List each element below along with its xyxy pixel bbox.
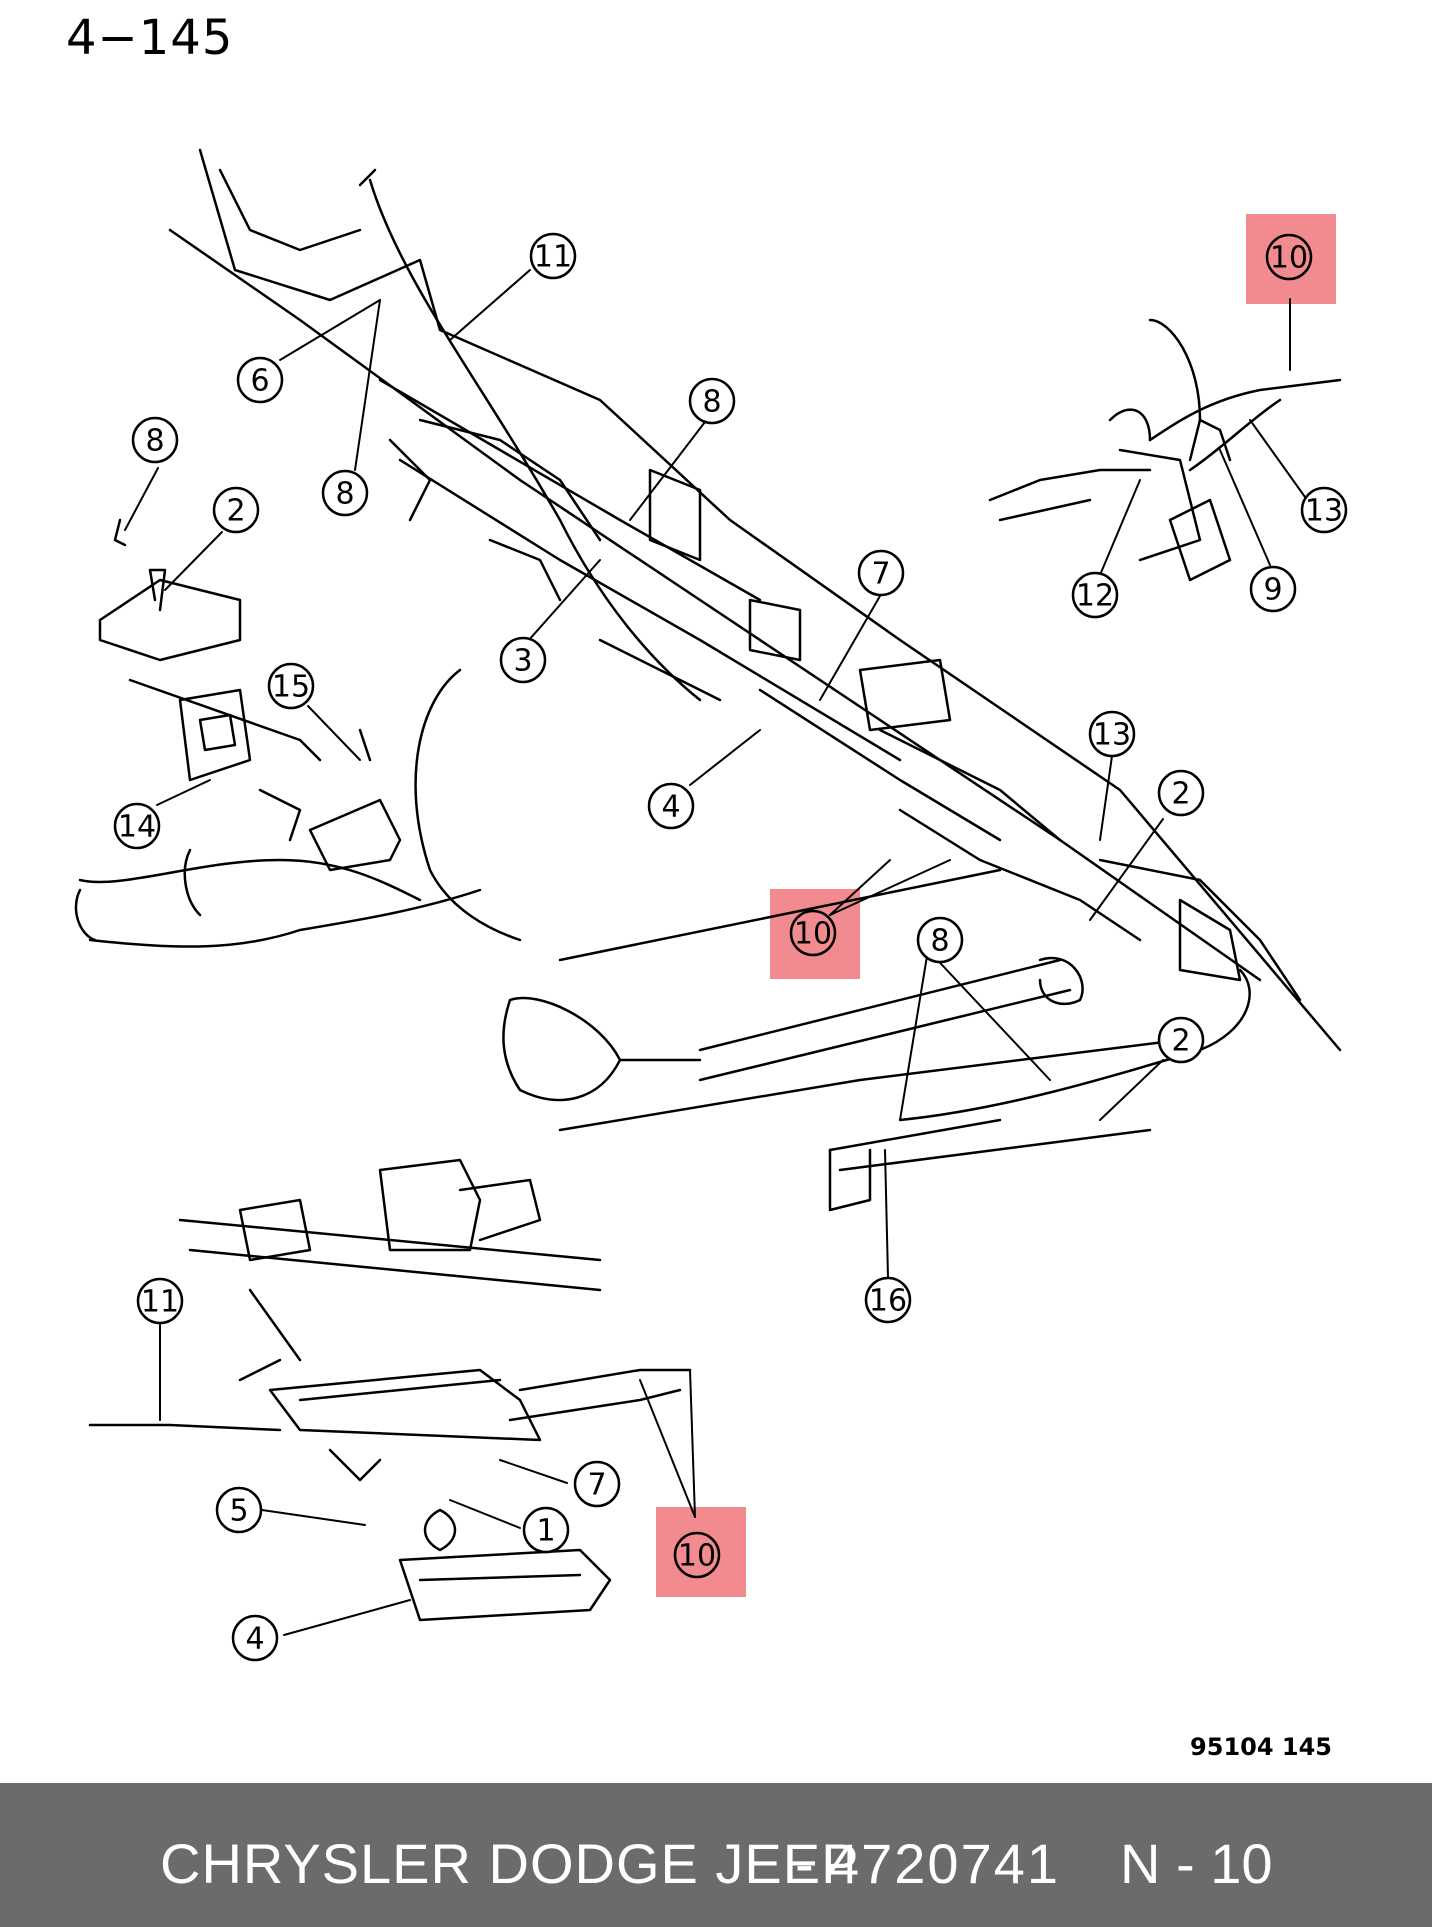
callout-6 <box>236 356 284 404</box>
frame-rail-drawing <box>168 148 1342 1212</box>
callout-10-bottom-label: 10 <box>678 1539 716 1574</box>
figure-code: 95104 145 <box>1190 1733 1332 1761</box>
callout-11-top-label: 11 <box>534 240 572 275</box>
callout-10-middle <box>789 909 837 957</box>
callout-8-c <box>131 416 179 464</box>
callout-11-bottom <box>136 1277 184 1325</box>
callout-10-top <box>1265 233 1313 281</box>
leader-lines <box>124 269 1306 1636</box>
highlight-10-bottom <box>656 1507 746 1597</box>
footer-bar: CHRYSLER DODGE JEEP - 4720741 N - 10 <box>0 1783 1432 1927</box>
callout-5-label: 5 <box>229 1494 248 1529</box>
callout-15 <box>267 662 315 710</box>
callout-8-c-label: 8 <box>145 424 164 459</box>
callout-7-b <box>573 1460 621 1508</box>
callout-8-d <box>916 916 964 964</box>
callout-14 <box>113 802 161 850</box>
footer-brand: CHRYSLER DODGE JEEP <box>160 1832 860 1895</box>
callout-9-label: 9 <box>1263 573 1282 608</box>
callout-8-a <box>321 469 369 517</box>
footer-position: N - 10 <box>1120 1832 1273 1895</box>
callout-11-bottom-label: 11 <box>141 1285 179 1320</box>
callout-10-middle-label: 10 <box>794 917 832 952</box>
callout-4-a <box>647 782 695 830</box>
callout-1 <box>522 1506 570 1554</box>
callout-3-label: 3 <box>513 644 532 679</box>
callout-4-b-label: 4 <box>245 1622 264 1657</box>
callout-14-label: 14 <box>118 810 156 845</box>
callout-9 <box>1249 565 1297 613</box>
rear-brake-detail-drawing <box>988 318 1342 582</box>
callout-13-a <box>1300 486 1348 534</box>
callout-13-b-label: 13 <box>1093 718 1131 753</box>
highlight-10-top <box>1246 214 1336 304</box>
callout-4-a-label: 4 <box>661 790 680 825</box>
parking-brake-diagram: 11 6 8 8 8 2 3 15 14 7 4 10 13 12 9 13 2… <box>74 148 1348 1662</box>
callout-2-c-label: 2 <box>1171 1024 1190 1059</box>
highlight-10-middle <box>770 889 860 979</box>
lever-assembly-detail-drawing <box>88 1158 692 1622</box>
callout-12 <box>1071 571 1119 619</box>
callout-11-top <box>529 232 577 280</box>
footer-part-number: 4720741 <box>828 1832 1061 1895</box>
clip-detail-drawing <box>98 518 242 662</box>
callout-16-label: 16 <box>869 1284 907 1319</box>
callout-15-label: 15 <box>272 670 310 705</box>
callout-10-bottom <box>673 1531 721 1579</box>
callout-13-a-label: 13 <box>1305 494 1343 529</box>
lever-detail-drawing <box>74 668 522 948</box>
callout-7-a <box>857 549 905 597</box>
callout-10-top-label: 10 <box>1270 241 1308 276</box>
callout-2-c <box>1157 1016 1205 1064</box>
callout-7-b-label: 7 <box>587 1468 606 1503</box>
callout-8-b <box>688 377 736 425</box>
callout-3 <box>499 636 547 684</box>
callout-7-a-label: 7 <box>871 557 890 592</box>
callout-8-a-label: 8 <box>335 477 354 512</box>
page-number: 4−145 <box>66 10 234 66</box>
callout-4-b <box>231 1614 279 1662</box>
callout-6-label: 6 <box>250 364 269 399</box>
callout-2-b <box>1157 769 1205 817</box>
callout-8-b-label: 8 <box>702 385 721 420</box>
footer-separator: - <box>795 1832 814 1895</box>
callout-8-d-label: 8 <box>930 924 949 959</box>
callout-2-a-label: 2 <box>226 494 245 529</box>
callout-5 <box>215 1486 263 1534</box>
callout-12-label: 12 <box>1076 579 1114 614</box>
callout-1-label: 1 <box>536 1514 555 1549</box>
callout-13-b <box>1088 710 1136 758</box>
callout-2-b-label: 2 <box>1171 777 1190 812</box>
callout-16 <box>864 1276 912 1324</box>
callout-2-a <box>212 486 260 534</box>
